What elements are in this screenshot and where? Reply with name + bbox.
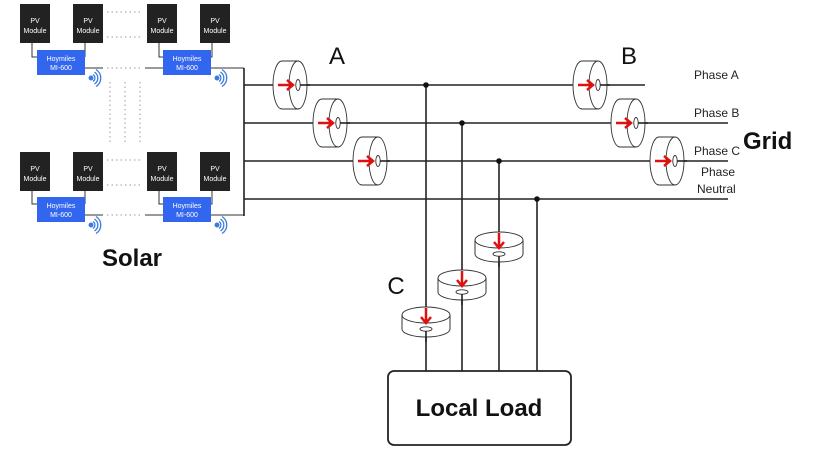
svg-text:PV: PV [210, 18, 220, 25]
wifi-icon [88, 215, 102, 235]
svg-text:MI-600: MI-600 [176, 212, 198, 219]
current-transformer [352, 136, 390, 186]
svg-text:Hoymiles: Hoymiles [173, 203, 202, 210]
svg-text:MI-600: MI-600 [176, 65, 198, 72]
svg-text:Module: Module [151, 28, 174, 35]
arrow-right-icon [655, 155, 672, 167]
local-load-label: Local Load [416, 395, 543, 422]
arrow-down-icon [456, 271, 468, 288]
pv-module: PV Module [73, 152, 103, 191]
current-transformer [572, 60, 610, 110]
current-transformer [312, 98, 350, 148]
current-transformers [272, 60, 687, 342]
ct-group-c-label: C [387, 273, 404, 300]
phase-overlap-label: Phase [701, 165, 735, 179]
svg-text:Hoymiles: Hoymiles [47, 56, 76, 63]
svg-text:Module: Module [77, 176, 100, 183]
phase-c-label: Phase C [694, 144, 740, 158]
solar-array: PVModulePVModuleHoymilesMI-600PVModulePV… [20, 4, 244, 235]
arrow-right-icon [578, 79, 595, 91]
svg-text:MI-600: MI-600 [50, 212, 72, 219]
svg-text:PV: PV [157, 18, 167, 25]
ct-group-b-label: B [621, 43, 637, 70]
svg-text:Hoymiles: Hoymiles [47, 203, 76, 210]
phase-b-label: Phase B [694, 106, 739, 120]
svg-text:PV: PV [30, 18, 40, 25]
current-transformer [272, 60, 310, 110]
current-transformer [649, 136, 687, 186]
svg-text:Module: Module [204, 176, 227, 183]
pv-module: PV Module [200, 152, 230, 191]
grid-label: Grid [743, 128, 792, 155]
ct-group-a-label: A [329, 43, 345, 70]
wifi-icon [214, 215, 228, 235]
arrow-right-icon [318, 117, 335, 129]
current-transformer [437, 269, 487, 305]
current-transformer [474, 231, 524, 267]
arrow-right-icon [616, 117, 633, 129]
pv-module: PV Module [20, 4, 50, 43]
svg-text:Module: Module [77, 28, 100, 35]
arrow-down-icon [493, 233, 505, 250]
svg-text:Module: Module [24, 28, 47, 35]
svg-text:MI-600: MI-600 [50, 65, 72, 72]
wifi-icon [88, 68, 102, 88]
svg-text:PV: PV [30, 166, 40, 173]
svg-text:PV: PV [83, 18, 93, 25]
svg-text:Module: Module [151, 176, 174, 183]
wifi-icon [214, 68, 228, 88]
svg-text:PV: PV [210, 166, 220, 173]
svg-text:Module: Module [204, 28, 227, 35]
svg-text:PV: PV [83, 166, 93, 173]
current-transformer [401, 306, 451, 342]
svg-text:Module: Module [24, 176, 47, 183]
phase-a-label: Phase A [694, 68, 739, 82]
pv-module: PV Module [20, 152, 50, 191]
solar-label: Solar [102, 245, 162, 272]
current-transformer [610, 98, 648, 148]
pv-module: PV Module [200, 4, 230, 43]
svg-text:PV: PV [157, 166, 167, 173]
arrow-down-icon [420, 308, 432, 325]
neutral-label: Neutral [697, 182, 736, 196]
pv-module: PV Module [147, 152, 177, 191]
pv-module: PV Module [147, 4, 177, 43]
pv-module: PV Module [73, 4, 103, 43]
local-load-box [387, 370, 572, 446]
svg-text:Hoymiles: Hoymiles [173, 56, 202, 63]
arrow-right-icon [358, 155, 375, 167]
arrow-right-icon [278, 79, 295, 91]
